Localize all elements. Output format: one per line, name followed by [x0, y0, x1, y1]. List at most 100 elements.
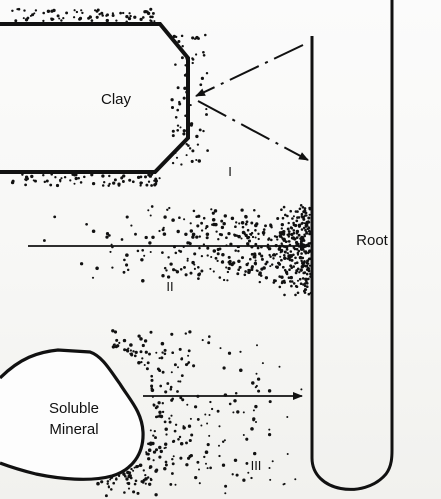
- stipple-dot: [58, 17, 60, 19]
- stipple-dot: [274, 254, 277, 257]
- stipple-dot: [170, 333, 173, 336]
- stipple-dot: [305, 224, 308, 227]
- stipple-dot: [253, 255, 256, 258]
- stipple-dot: [245, 223, 248, 226]
- stipple-dot: [209, 401, 211, 403]
- stipple-dot: [25, 176, 28, 179]
- stipple-dot: [183, 97, 186, 100]
- stipple-dot: [306, 273, 309, 276]
- stipple-dot: [290, 250, 293, 253]
- stipple-dot: [303, 216, 306, 219]
- stipple-dot: [289, 280, 292, 283]
- stipple-dot: [247, 472, 249, 474]
- stipple-dot: [150, 478, 153, 481]
- stipple-dot: [162, 411, 164, 413]
- stipple-dot: [156, 415, 159, 418]
- stipple-dot: [154, 430, 156, 432]
- stipple-dot: [278, 262, 281, 265]
- stipple-dot: [144, 339, 147, 342]
- stipple-dot: [158, 456, 161, 459]
- stipple-dot: [225, 266, 227, 268]
- stipple-dot: [175, 116, 178, 119]
- stipple-dot: [206, 72, 208, 74]
- stipple-dot: [198, 469, 200, 471]
- stipple-dot: [268, 433, 271, 436]
- stipple-dot: [125, 253, 129, 257]
- stipple-dot: [257, 233, 259, 235]
- stipple-dot: [143, 469, 145, 471]
- stipple-dot: [196, 224, 199, 227]
- stipple-dot: [288, 230, 291, 233]
- stipple-dot: [98, 13, 100, 15]
- stipple-dot: [193, 252, 196, 255]
- stipple-dot: [159, 177, 161, 179]
- stipple-dot: [52, 18, 54, 20]
- stipple-dot: [180, 268, 183, 271]
- stipple-dot: [179, 380, 181, 382]
- stipple-dot: [234, 225, 237, 228]
- stipple-dot: [297, 268, 300, 271]
- stipple-dot: [153, 20, 155, 22]
- stipple-dot: [246, 242, 249, 245]
- stipple-dot: [303, 250, 306, 253]
- stipple-dot: [269, 479, 271, 481]
- stipple-dot: [164, 390, 167, 393]
- stipple-dot: [282, 233, 285, 236]
- stipple-dot: [122, 12, 124, 14]
- stipple-dot: [160, 450, 163, 453]
- stipple-dot: [189, 147, 191, 149]
- stipple-dot: [141, 182, 143, 184]
- stipple-dot: [174, 363, 177, 366]
- stipple-dot: [207, 443, 210, 446]
- stipple-dot: [92, 230, 96, 234]
- stipple-dot: [65, 11, 68, 14]
- stipple-dot: [165, 461, 168, 464]
- stipple-dot: [199, 235, 201, 237]
- stipple-dot: [254, 229, 257, 232]
- stipple-dot: [283, 280, 286, 283]
- stipple-dot: [42, 12, 45, 15]
- stipple-dot: [251, 381, 254, 384]
- stipple-dot: [155, 469, 158, 472]
- stipple-dot: [212, 218, 216, 222]
- stipple-dot: [228, 352, 231, 355]
- stipple-dot: [176, 109, 179, 112]
- stipple-dot: [240, 237, 242, 239]
- stipple-dot: [286, 273, 289, 276]
- stipple-dot: [197, 277, 200, 280]
- stipple-dot: [183, 425, 185, 427]
- stipple-dot: [178, 216, 181, 219]
- stipple-dot: [279, 231, 282, 234]
- stipple-dot: [256, 373, 258, 375]
- stipple-dot: [95, 267, 99, 271]
- stipple-dot: [228, 256, 231, 259]
- stipple-dot: [233, 399, 236, 402]
- stipple-dot: [279, 366, 281, 368]
- stipple-dot: [243, 232, 245, 234]
- stipple-dot: [109, 251, 111, 253]
- stipple-dot: [170, 98, 173, 101]
- stipple-dot: [236, 410, 239, 413]
- stipple-dot: [185, 332, 187, 334]
- stipple-dot: [163, 215, 166, 218]
- stipple-dot: [190, 122, 193, 125]
- stipple-dot: [244, 274, 247, 277]
- stipple-dot: [177, 230, 180, 233]
- stipple-dot: [211, 224, 213, 226]
- stipple-dot: [237, 260, 240, 263]
- stipple-dot: [161, 274, 164, 277]
- stipple-dot: [290, 255, 293, 258]
- stipple-dot: [270, 239, 273, 242]
- stipple-dot: [107, 480, 110, 483]
- stipple-dot: [139, 18, 142, 21]
- stipple-dot: [181, 374, 184, 377]
- stipple-dot: [148, 448, 152, 452]
- stipple-dot: [234, 249, 237, 252]
- stipple-dot: [139, 337, 143, 341]
- stipple-dot: [146, 367, 149, 370]
- stipple-dot: [140, 258, 143, 261]
- stipple-dot: [171, 458, 173, 460]
- stipple-dot: [300, 282, 303, 285]
- stipple-dot: [263, 228, 266, 231]
- stipple-dot: [173, 455, 175, 457]
